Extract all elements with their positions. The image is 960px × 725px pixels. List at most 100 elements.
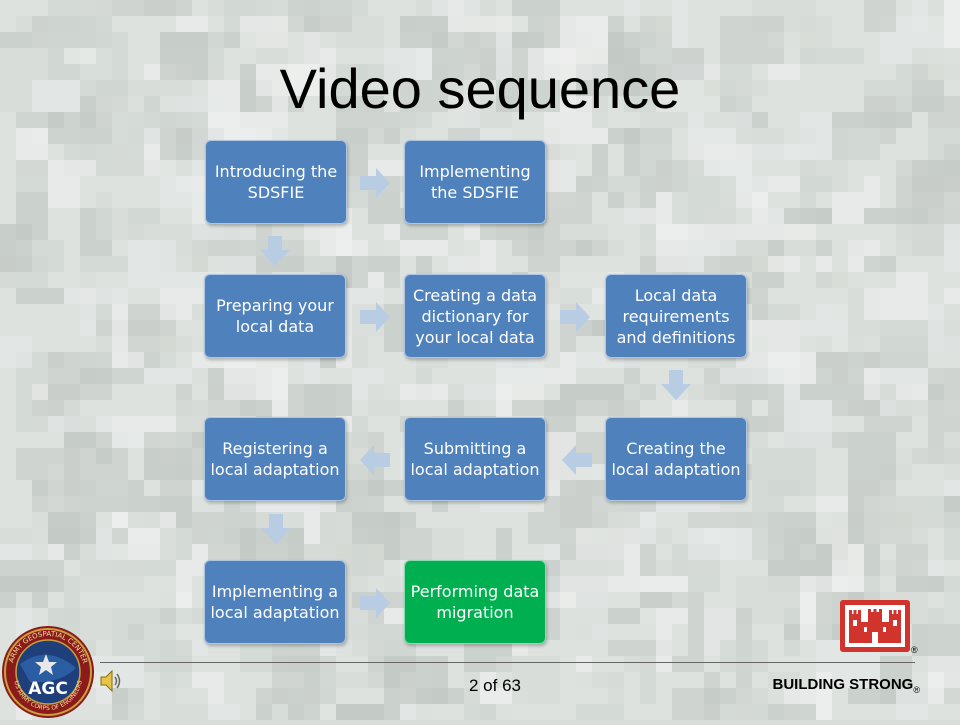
castle-logo-icon: [840, 600, 910, 657]
camo-patch: [640, 656, 656, 704]
camo-patch: [224, 352, 288, 400]
camo-patch: [608, 240, 624, 256]
camo-patch: [64, 288, 128, 304]
camo-patch: [144, 448, 192, 480]
camo-patch: [512, 400, 544, 416]
camo-patch: [80, 352, 112, 368]
camo-patch: [0, 224, 16, 272]
camo-patch: [160, 688, 208, 720]
camo-patch: [832, 352, 848, 384]
camo-patch: [672, 560, 688, 576]
camo-patch: [624, 384, 656, 400]
seal-text: AGC: [28, 679, 68, 699]
step-label: Implementing the SDSFIE: [419, 162, 531, 202]
step-label: Registering a local adaptation: [210, 439, 340, 479]
camo-patch: [800, 320, 832, 336]
camo-patch: [944, 0, 960, 48]
camo-patch: [704, 256, 752, 272]
camo-patch: [80, 256, 128, 272]
camo-patch: [192, 528, 208, 544]
camo-patch: [112, 304, 128, 352]
camo-patch: [80, 272, 96, 288]
camo-patch: [688, 384, 720, 400]
camo-patch: [624, 80, 656, 96]
camo-patch: [816, 336, 880, 352]
camo-patch: [400, 16, 416, 32]
step-label: Submitting a local adaptation: [410, 439, 540, 479]
camo-patch: [432, 0, 480, 16]
camo-patch: [576, 240, 592, 256]
arrow-down-icon: [661, 370, 691, 400]
step-implementing-local-adaptation: Implementing a local adaptation: [204, 560, 346, 644]
step-creating-data-dictionary: Creating a data dictionary for your loca…: [404, 274, 546, 358]
camo-patch: [160, 32, 208, 80]
camo-patch: [912, 48, 960, 80]
camo-patch: [624, 656, 640, 672]
camo-patch: [896, 688, 928, 720]
camo-patch: [768, 704, 816, 720]
camo-patch: [592, 320, 608, 336]
camo-patch: [816, 304, 848, 320]
camo-patch: [304, 352, 320, 384]
camo-patch: [384, 656, 448, 704]
camo-patch: [80, 80, 144, 96]
camo-patch: [640, 224, 656, 240]
camo-patch: [752, 528, 768, 560]
camo-patch: [800, 112, 832, 144]
camo-patch: [176, 16, 208, 32]
camo-patch: [672, 48, 704, 80]
arrow-right-icon: [560, 302, 590, 332]
camo-patch: [640, 560, 656, 576]
step-submitting-local-adaptation: Submitting a local adaptation: [404, 417, 546, 501]
camo-patch: [32, 240, 64, 272]
camo-patch: [128, 512, 160, 528]
camo-patch: [384, 272, 400, 288]
camo-patch: [240, 16, 288, 48]
footer-brand-mark: ®: [913, 685, 920, 695]
footer-brand-text: BUILDING STRONG: [772, 676, 914, 693]
camo-patch: [400, 96, 416, 128]
camo-patch: [64, 48, 96, 64]
camo-patch: [864, 96, 896, 112]
step-implementing-sdsfie: Implementing the SDSFIE: [404, 140, 546, 224]
speaker-icon[interactable]: [98, 668, 124, 699]
step-label: Preparing your local data: [216, 296, 334, 336]
footer-divider: [100, 662, 915, 663]
step-label: Performing data migration: [410, 582, 540, 622]
camo-patch: [864, 496, 928, 544]
camo-patch: [720, 368, 784, 384]
camo-patch: [544, 592, 576, 608]
step-label: Creating the local adaptation: [611, 439, 741, 479]
camo-patch: [80, 160, 96, 176]
camo-patch: [0, 80, 32, 112]
camo-patch: [192, 512, 224, 528]
camo-patch: [128, 240, 176, 288]
camo-patch: [0, 528, 32, 544]
camo-patch: [944, 496, 960, 512]
camo-patch: [0, 336, 32, 368]
camo-patch: [496, 80, 560, 112]
camo-patch: [768, 512, 784, 560]
camo-patch: [0, 32, 32, 48]
camo-patch: [912, 0, 944, 32]
camo-patch: [384, 128, 400, 144]
camo-patch: [864, 0, 896, 32]
camo-patch: [944, 560, 960, 576]
camo-patch: [656, 16, 672, 48]
camo-patch: [272, 112, 288, 128]
camo-patch: [896, 224, 944, 256]
camo-patch: [768, 208, 784, 224]
camo-patch: [592, 176, 656, 192]
camo-patch: [304, 0, 368, 16]
camo-patch: [896, 544, 928, 576]
camo-patch: [416, 704, 432, 720]
camo-patch: [672, 400, 688, 416]
camo-patch: [160, 96, 224, 112]
camo-patch: [896, 576, 944, 592]
camo-patch: [672, 176, 736, 224]
step-label: Creating a data dictionary for your loca…: [412, 285, 538, 347]
step-introducing-sdsfie: Introducing the SDSFIE: [205, 140, 347, 224]
camo-patch: [576, 704, 624, 720]
camo-patch: [672, 0, 688, 16]
camo-patch: [16, 176, 48, 192]
